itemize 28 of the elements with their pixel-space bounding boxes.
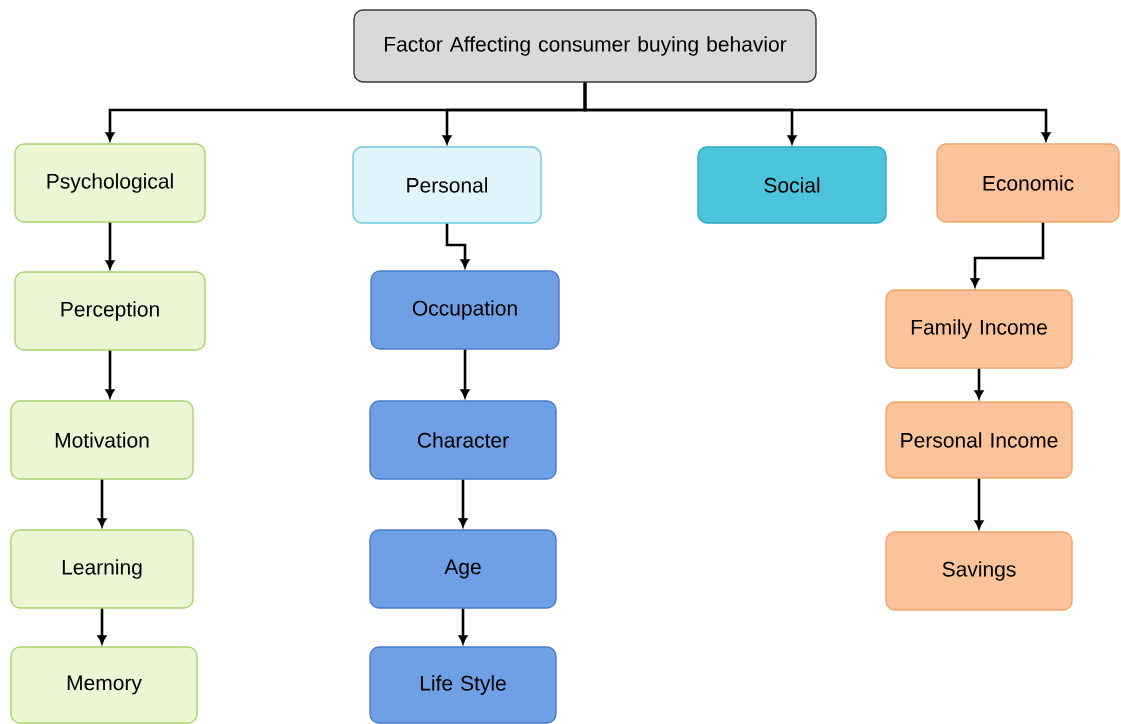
category-box: Personal Income [885,401,1073,479]
category-box: Age [369,529,557,609]
arrow [97,479,107,527]
arrow [97,608,107,644]
arrow [105,350,115,398]
category-box: Psychological [14,143,206,223]
arrow [458,608,468,644]
category-box: Social [697,146,887,224]
category-box: Economic [936,143,1120,223]
arrow [583,82,1051,141]
category-box: Perception [14,271,206,351]
category-box: Personal [352,146,542,224]
arrow [445,223,470,268]
category-box: Savings [885,531,1073,611]
arrow [458,479,468,527]
category-box: Family Income [885,289,1073,369]
category-box: Learning [10,529,194,609]
title-box: Factor Affecting consumer buying behavior [353,9,817,83]
category-box: Occupation [370,270,560,350]
category-box: Memory [10,646,198,724]
arrow [974,478,984,529]
arrow [460,349,470,398]
arrow [970,222,1045,287]
category-box: Character [369,400,557,480]
category-box: Motivation [10,400,194,480]
category-box: Life Style [369,646,557,724]
arrow [974,368,984,399]
arrow [105,222,115,269]
